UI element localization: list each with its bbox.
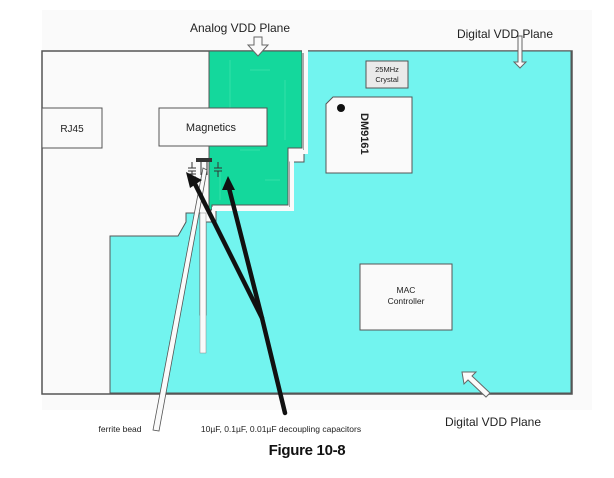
ferrite-bead-strip	[199, 212, 207, 354]
plane-gap	[212, 49, 308, 211]
pin1-dot	[337, 104, 345, 112]
decoupling-capacitor-symbols	[188, 160, 222, 178]
mac-label-line1: MAC	[397, 285, 416, 295]
digital-vdd-bottom-label: Digital VDD Plane	[445, 415, 541, 429]
crystal-label-line2: Crystal	[375, 75, 399, 84]
dm9161-label: DM9161	[358, 113, 370, 155]
analog-vdd-label: Analog VDD Plane	[190, 21, 290, 35]
arrowhead-left	[186, 172, 202, 188]
ferrite-bead-pointer	[152, 167, 208, 432]
mac-label-line2: Controller	[388, 296, 425, 306]
crystal-label-line1: 25MHz	[375, 65, 399, 74]
decoupling-caps-label: 10µF, 0.1µF, 0.01µF decoupling capacitor…	[201, 424, 361, 434]
crystal-block	[365, 60, 409, 89]
magnetics-block	[158, 107, 268, 147]
digital-vdd-top-arrow-icon	[512, 35, 528, 69]
magnetics-label: Magnetics	[186, 122, 237, 134]
arrowhead-right	[222, 176, 235, 190]
rj45-label: RJ45	[60, 124, 84, 135]
figure-caption: Figure 10-8	[268, 442, 346, 459]
mac-controller-block	[359, 263, 453, 331]
decoupling-arrows	[191, 179, 288, 416]
rj45-connector	[41, 107, 103, 149]
analog-vdd-arrow-icon	[246, 36, 270, 57]
digital-vdd-top-label: Digital VDD Plane	[457, 27, 553, 41]
dm9161-chip	[325, 96, 413, 174]
digital-vdd-bottom-arrow-icon	[461, 371, 491, 398]
ferrite-bead-label: ferrite bead	[99, 424, 142, 434]
ferrite-bead-symbol	[196, 158, 212, 162]
